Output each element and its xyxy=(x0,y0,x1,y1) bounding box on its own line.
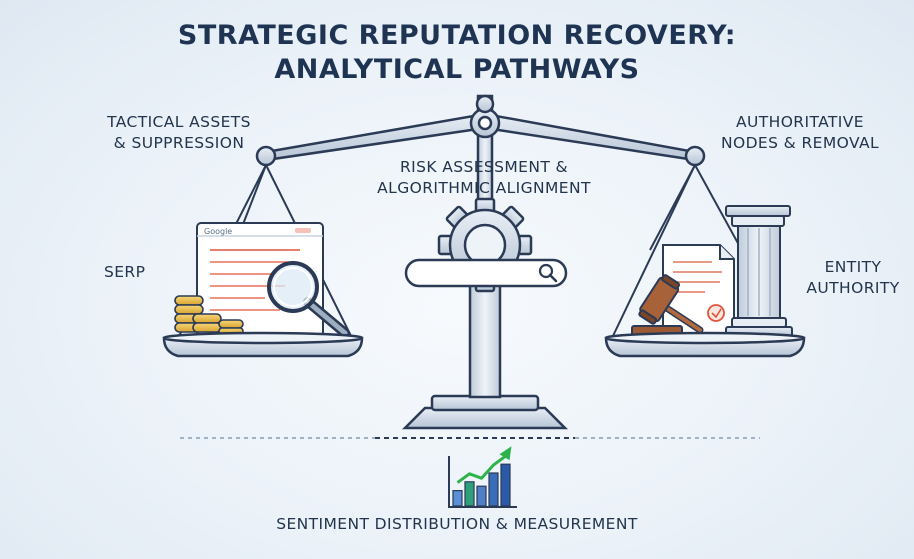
risk-assessment-line-2: ALGORITHMIC ALIGNMENT xyxy=(377,179,591,197)
chart-bar xyxy=(452,490,463,507)
search-icon xyxy=(538,263,558,283)
coin-stacks-icon xyxy=(174,295,244,335)
authoritative-nodes-heading: AUTHORITATIVE NODES & REMOVAL xyxy=(712,112,888,154)
risk-assessment-line-1: RISK ASSESSMENT & xyxy=(399,158,569,176)
trend-arrow-icon xyxy=(499,446,512,461)
authoritative-nodes-line-1: AUTHORITATIVE xyxy=(736,113,864,131)
entity-authority-label: ENTITY AUTHORITY xyxy=(800,257,906,299)
column-pillar-icon xyxy=(725,205,793,337)
title-line-2: ANALYTICAL PATHWAYS xyxy=(274,54,640,85)
entity-authority-line-1: ENTITY xyxy=(824,258,882,276)
authoritative-nodes-line-2: NODES & REMOVAL xyxy=(720,134,880,152)
chart-axis xyxy=(448,456,517,508)
google-logo: Google xyxy=(204,227,232,236)
search-bar xyxy=(404,258,568,288)
tactical-assets-heading: TACTICAL ASSETS & SUPPRESSION xyxy=(104,112,254,154)
risk-assessment-label: RISK ASSESSMENT & ALGORITHMIC ALIGNMENT xyxy=(360,157,608,199)
trend-line xyxy=(456,454,507,484)
right-scale-pan xyxy=(604,331,806,358)
chart-bar xyxy=(500,463,511,507)
magnifying-glass-icon xyxy=(267,261,350,338)
entity-authority-line-2: AUTHORITY xyxy=(806,279,900,297)
chart-bar xyxy=(476,485,487,507)
left-scale-pan xyxy=(162,331,364,358)
chart-bar xyxy=(488,472,499,507)
tactical-assets-line-2: & SUPPRESSION xyxy=(113,134,245,152)
document-icon xyxy=(662,244,735,334)
chart-bar xyxy=(464,481,475,507)
sentiment-distribution-label: SENTIMENT DISTRIBUTION & MEASUREMENT xyxy=(276,515,638,533)
tactical-assets-line-1: TACTICAL ASSETS xyxy=(107,113,251,131)
sentiment-chart-icon xyxy=(448,446,517,508)
serp-label: SERP xyxy=(104,263,146,281)
title-line-1: STRATEGIC REPUTATION RECOVERY: xyxy=(177,20,737,51)
